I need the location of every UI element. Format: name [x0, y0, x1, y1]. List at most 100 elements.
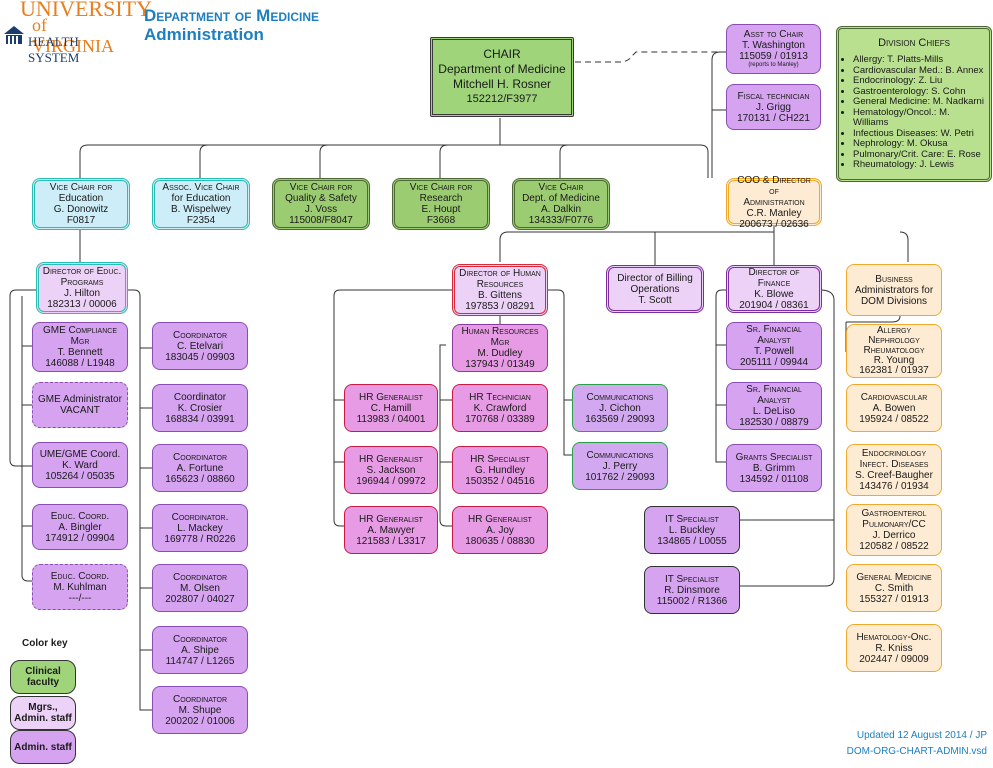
chair-name: Mitchell H. Rosner	[452, 77, 552, 91]
uva-logo: UNIVERSITY of VIRGINIA HEALTH SYSTEM	[0, 0, 152, 65]
dir-educ-line: Programs	[60, 277, 104, 288]
vc-line: Education	[58, 193, 104, 204]
staff-title: Educ. Coord.	[50, 510, 110, 522]
educ-coord-bingler-box: Educ. Coord. A. Bingler 174912 / 09904	[32, 504, 128, 550]
div-name: C. Smith	[874, 582, 914, 594]
vc-id: F2354	[186, 215, 216, 226]
staff-id: 101762 / 29093	[585, 471, 655, 483]
div-name: J. Derrico	[872, 530, 916, 541]
staff-id: 114747 / L1265	[165, 655, 235, 667]
fiscal-title: Fiscal technician	[737, 90, 810, 102]
division-admin-box: Endocrinology Infect. Diseases S. Creef-…	[846, 444, 942, 496]
div-name: R. Kniss	[875, 642, 913, 654]
staff-id: 134865 / L0055	[657, 535, 727, 547]
staff-title: Human Resources	[461, 326, 539, 337]
dir-finance-line: Director of Finance	[748, 267, 800, 289]
staff-title: Analyst	[757, 395, 791, 406]
vc-id: F0817	[66, 215, 96, 226]
fiscal-id: 170131 / CH221	[737, 112, 810, 124]
staff-name: S. Jackson	[366, 464, 416, 476]
chief-item: Hematology/Oncol.: M. Williams	[853, 107, 985, 129]
asst-chair-note: (reports to Manley)	[748, 62, 799, 68]
staff-title: Communications	[586, 391, 654, 403]
vc-line: Vice Chair for	[289, 182, 353, 193]
coo-line: Administration	[743, 196, 805, 208]
logo-virginia: of VIRGINIA	[32, 15, 114, 56]
vc-line: Dept. of Medicine	[522, 193, 600, 204]
coordinator-box: Coordinator A. Fortune 165623 / 08860	[152, 444, 248, 492]
dir-hr-id: 197853 / 08291	[465, 301, 535, 312]
director-educ-box: Director of Educ. Programs J. Hilton 182…	[36, 262, 128, 314]
ba-line: Business	[875, 273, 913, 285]
staff-id: 165623 / 08860	[165, 473, 235, 485]
it-specialist-box: IT Specialist L. Buckley 134865 / L0055	[644, 506, 740, 554]
div-line: Allergy	[876, 325, 912, 336]
director-hr-box: Director of Human Resources B. Gittens 1…	[452, 264, 548, 316]
rotunda-icon	[2, 22, 26, 46]
chair-title: CHAIR	[483, 47, 521, 61]
dir-hr-line: Director of Human	[459, 268, 541, 279]
ba-line: DOM Divisions	[860, 295, 928, 307]
staff-title: HR Generalist	[468, 513, 532, 525]
chief-item: Endocrinology: Z. Liu	[853, 75, 985, 87]
dir-educ-id: 182313 / 00006	[47, 299, 117, 310]
vc-name: J. Voss	[304, 204, 338, 215]
staff-name: T. Powell	[753, 346, 794, 357]
business-admin-box: Business Administrators for DOM Division…	[846, 264, 942, 316]
staff-name: A. Fortune	[176, 462, 224, 474]
staff-title: Sr. Financial	[746, 384, 802, 395]
staff-title: Sr. Financial	[746, 324, 802, 335]
vc-line: Vice Chair for	[409, 182, 473, 193]
coordinator-box: Coordinator. L. Mackey 169778 / R0226	[152, 504, 248, 552]
div-id: 195924 / 08522	[859, 413, 929, 425]
div-name: S. Creef-Baugher	[855, 470, 933, 481]
color-key-label: Admin. staff	[14, 741, 72, 753]
asst-chair-box: Asst to Chair T. Washington 115059 / 019…	[726, 24, 821, 74]
staff-title: Grants Specialist	[735, 451, 813, 463]
hr-generalist-box: HR Generalist C. Hamill 113983 / 04001	[344, 384, 438, 432]
hr-technician-box: HR Technician K. Crawford 170768 / 03389	[452, 384, 548, 432]
staff-id: 168834 / 03991	[165, 413, 235, 425]
staff-name: J. Cichon	[599, 402, 641, 414]
staff-id: 200202 / 01006	[165, 715, 235, 727]
div-line: Gastroenterol	[861, 508, 927, 519]
staff-title: HR Specialist	[470, 453, 530, 465]
chair-dept: Department of Medicine	[438, 62, 566, 76]
staff-name: L. DeLiso	[752, 406, 796, 417]
staff-name: VACANT	[60, 405, 100, 416]
staff-name: L. Buckley	[668, 524, 716, 536]
staff-id: 182530 / 08879	[739, 417, 809, 428]
staff-title: IT Specialist	[665, 513, 719, 525]
communications-box: Communications J. Cichon 163569 / 29093	[572, 384, 668, 432]
logo-university: UNIVERSITY	[20, 0, 152, 21]
dir-educ-name: J. Hilton	[63, 288, 101, 299]
staff-title: Coordinator	[172, 693, 228, 705]
vc-name: E. Houpt	[421, 204, 461, 215]
staff-title: Coordinator	[172, 451, 228, 463]
vc-line: Assoc. Vice Chair	[162, 182, 240, 193]
staff-name: K. Ward	[62, 459, 98, 471]
chief-item: Rheumatology: J. Lewis	[853, 159, 985, 171]
staff-title: Coordinator	[172, 633, 228, 645]
vc-line: Quality & Safety	[285, 193, 357, 204]
div-line: Rheumatology	[863, 345, 925, 356]
ume-gme-coord-box: UME/GME Coord. K. Ward 105264 / 05035	[32, 442, 128, 488]
staff-name: B. Grimm	[752, 462, 796, 474]
staff-title: Analyst	[757, 335, 791, 346]
staff-id: 137943 / 01349	[465, 359, 535, 370]
vc-id: F3668	[426, 215, 456, 226]
chief-item: Gastroenterology: S. Cohn	[853, 86, 985, 98]
dir-billing-line: Operations	[630, 283, 680, 295]
staff-name: G. Hundley	[474, 464, 526, 476]
vice-chair-quality: Vice Chair for Quality & Safety J. Voss …	[272, 178, 370, 230]
division-chiefs-box: Division Chiefs Allergy: T. Platts-Mills…	[836, 26, 992, 182]
dir-hr-line: Resources	[476, 279, 524, 290]
division-admin-box: Cardiovascular A. Bowen 195924 / 08522	[846, 384, 942, 432]
color-key-title: Color key	[22, 638, 68, 649]
staff-name: C. Etelvari	[176, 340, 224, 352]
staff-id: 150352 / 04516	[465, 475, 535, 487]
gme-admin-box: GME Administrator VACANT	[32, 382, 128, 428]
staff-id: 146088 / L1948	[45, 358, 115, 369]
ba-line: Administrators for	[854, 284, 934, 296]
staff-title: HR Technician	[469, 391, 531, 403]
